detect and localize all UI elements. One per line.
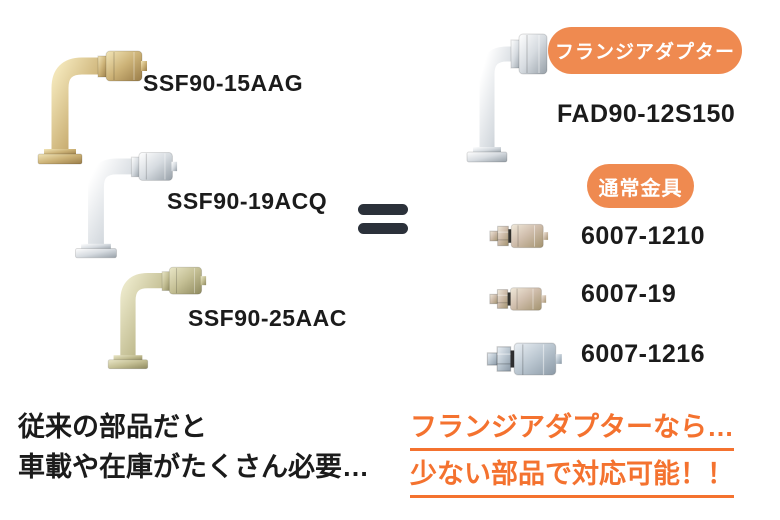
part-label-fad90-12s150: FAD90-12S150 bbox=[557, 100, 736, 128]
normal-fittings-badge-label: 通常金具 bbox=[598, 177, 683, 200]
part-label-6007-19: 6007-19 bbox=[581, 280, 677, 308]
part-label-6007-1210: 6007-1210 bbox=[581, 222, 706, 250]
part-label-ssf90-15aag: SSF90-15AAG bbox=[143, 70, 304, 96]
caption-flange-benefit-line1: フランジアダプターなら… bbox=[410, 407, 734, 451]
caption-flange-benefit-line2: 少ない部品で対応可能！！ bbox=[410, 454, 734, 498]
elbow-fitting-image-2 bbox=[74, 151, 178, 259]
caption-conventional-line1: 従来の部品だと bbox=[18, 412, 207, 442]
elbow-fitting-image-1 bbox=[37, 50, 147, 165]
flange-adapter-badge-label: フランジアダプター bbox=[554, 42, 735, 63]
part-label-6007-1216: 6007-1216 bbox=[581, 340, 706, 368]
normal-fittings-badge: 通常金具 bbox=[587, 164, 694, 208]
flange-adapter-image bbox=[466, 33, 548, 163]
equals-bar-bottom bbox=[358, 223, 408, 234]
equals-icon bbox=[358, 204, 408, 234]
elbow-fitting-image-3 bbox=[107, 266, 207, 370]
straight-fitting-image-3 bbox=[486, 342, 562, 376]
caption-conventional: 従来の部品だと 車載や在庫がたくさん必要… bbox=[18, 407, 369, 487]
part-label-ssf90-25aac: SSF90-25AAC bbox=[188, 305, 347, 331]
flange-adapter-badge: フランジアダプター bbox=[548, 27, 742, 74]
equals-bar-top bbox=[358, 204, 408, 215]
straight-fitting-image-2 bbox=[489, 287, 547, 311]
part-label-ssf90-19acq: SSF90-19ACQ bbox=[167, 188, 328, 214]
straight-fitting-image-1 bbox=[489, 223, 549, 249]
caption-flange-benefit: フランジアダプターなら… 少ない部品で対応可能！！ bbox=[410, 407, 734, 501]
caption-conventional-line2: 車載や在庫がたくさん必要… bbox=[18, 452, 369, 482]
